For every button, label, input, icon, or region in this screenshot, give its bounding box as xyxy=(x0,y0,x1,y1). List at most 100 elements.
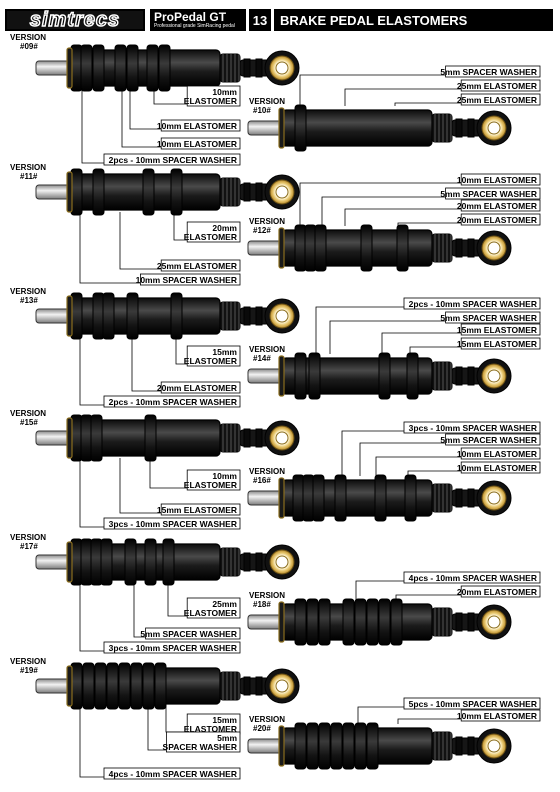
rod-end-eye xyxy=(476,604,512,640)
spacer-ring xyxy=(294,224,307,272)
spacer-ring xyxy=(366,722,379,770)
version-number: #18# xyxy=(253,600,271,609)
callout-text: 10mm ELASTOMER xyxy=(457,711,537,721)
callout-text: 20mm ELASTOMER xyxy=(457,201,537,211)
callout-text: 20mm ELASTOMER xyxy=(457,215,537,225)
callout: 15mm ELASTOMER xyxy=(381,323,541,354)
spacer-ring xyxy=(396,224,409,272)
spacer-ring xyxy=(80,538,93,586)
thread-collar xyxy=(219,423,241,453)
spacer-ring xyxy=(144,538,157,586)
spacer-ring xyxy=(154,662,167,710)
spacer-ring xyxy=(142,168,155,216)
spacer-ring xyxy=(304,224,317,272)
rod-end-eye xyxy=(476,230,512,266)
callout-text: 10mm ELASTOMER xyxy=(457,463,537,473)
spacer-ring xyxy=(90,414,103,462)
rod-end-eye xyxy=(264,420,300,456)
callout-text: 5mm SPACER WASHER xyxy=(140,629,237,639)
version-number: #11# xyxy=(20,172,38,181)
thread-collar xyxy=(431,731,453,761)
callout-text: 25mm ELASTOMER xyxy=(157,261,237,271)
spacer-ring xyxy=(158,44,171,92)
callout-text: ELASTOMER xyxy=(184,724,237,734)
callout: 5mm SPACER WASHER xyxy=(329,311,541,354)
spacer-ring xyxy=(82,662,95,710)
version-label: VERSION xyxy=(249,97,285,106)
version-number: #15# xyxy=(20,418,38,427)
spacer-ring xyxy=(294,104,307,152)
callout: 10mm ELASTOMER xyxy=(129,88,241,132)
end-cap xyxy=(278,725,285,767)
callout: 15mm ELASTOMER xyxy=(119,458,241,516)
callout-text: 15mm ELASTOMER xyxy=(157,505,237,515)
callout-text: 15mm ELASTOMER xyxy=(457,325,537,335)
callout: 25mm ELASTOMER xyxy=(344,79,541,106)
callout-text: ELASTOMER xyxy=(184,356,237,366)
callout-text: 20mm ELASTOMER xyxy=(457,587,537,597)
callout-text: 2pcs - 10mm SPACER WASHER xyxy=(409,299,537,309)
callout-text: 5mm SPACER WASHER xyxy=(440,189,537,199)
callout-text: 4pcs - 10mm SPACER WASHER xyxy=(409,573,537,583)
callout-text: 10mm SPACER WASHER xyxy=(136,275,237,285)
callout-text: 5pcs - 10mm SPACER WASHER xyxy=(409,699,537,709)
callout-text: 2pcs - 10mm SPACER WASHER xyxy=(109,155,237,165)
spacer-ring xyxy=(342,598,355,646)
spacer-ring xyxy=(70,44,83,92)
version-number: #20# xyxy=(253,724,271,733)
pedal-assembly-v14: VERSION#14#2pcs - 10mm SPACER WASHER5mm … xyxy=(247,297,541,400)
end-cap xyxy=(66,47,73,89)
product-tagline: Professional grade SimRacing pedal xyxy=(154,23,235,29)
thread-collar xyxy=(219,53,241,83)
version-number: #10# xyxy=(253,106,271,115)
version-label: VERSION xyxy=(10,33,46,42)
spacer-ring xyxy=(294,598,307,646)
spacer-ring xyxy=(318,722,331,770)
spacer-ring xyxy=(354,598,367,646)
callout: 20mm ELASTOMER xyxy=(397,213,541,226)
spacer-ring xyxy=(80,414,93,462)
callout: 2pcs - 10mm SPACER WASHER xyxy=(315,297,541,354)
spacer-ring xyxy=(404,474,417,522)
spacer-ring xyxy=(302,474,315,522)
spacer-ring xyxy=(342,722,355,770)
rod-end-eye xyxy=(476,358,512,394)
callout: 10mm ELASTOMER xyxy=(121,88,241,150)
rod-end-eye xyxy=(476,110,512,146)
callout: 5pcs - 10mm SPACER WASHER xyxy=(357,697,541,724)
callout: 15mm ELASTOMER xyxy=(409,337,541,354)
callout-text: ELASTOMER xyxy=(184,96,237,106)
spacer-ring xyxy=(162,538,175,586)
version-label: VERSION xyxy=(10,409,46,418)
callout-text: 4pcs - 10mm SPACER WASHER xyxy=(109,769,237,779)
end-cap xyxy=(66,295,73,337)
spacer-ring xyxy=(294,722,307,770)
spacer-ring xyxy=(126,292,139,340)
spacer-ring xyxy=(354,722,367,770)
spacer-ring xyxy=(306,598,319,646)
callout-text: 2pcs - 10mm SPACER WASHER xyxy=(109,397,237,407)
callout: 10mm ELASTOMER xyxy=(397,709,541,724)
callout: 5mm SPACER WASHER xyxy=(321,187,541,226)
callout: 2pcs - 10mm SPACER WASHER xyxy=(81,88,241,166)
spacer-ring xyxy=(130,662,143,710)
callout-text: 15mm ELASTOMER xyxy=(457,339,537,349)
callout-text: 25mm ELASTOMER xyxy=(457,81,537,91)
page-title: BRAKE PEDAL ELASTOMERS xyxy=(274,9,553,31)
callout: 20mm ELASTOMER xyxy=(395,585,541,600)
version-label: VERSION xyxy=(10,533,46,542)
callout-text: ELASTOMER xyxy=(184,608,237,618)
spacer-ring xyxy=(366,598,379,646)
callout: 20mm ELASTOMER xyxy=(131,336,241,394)
